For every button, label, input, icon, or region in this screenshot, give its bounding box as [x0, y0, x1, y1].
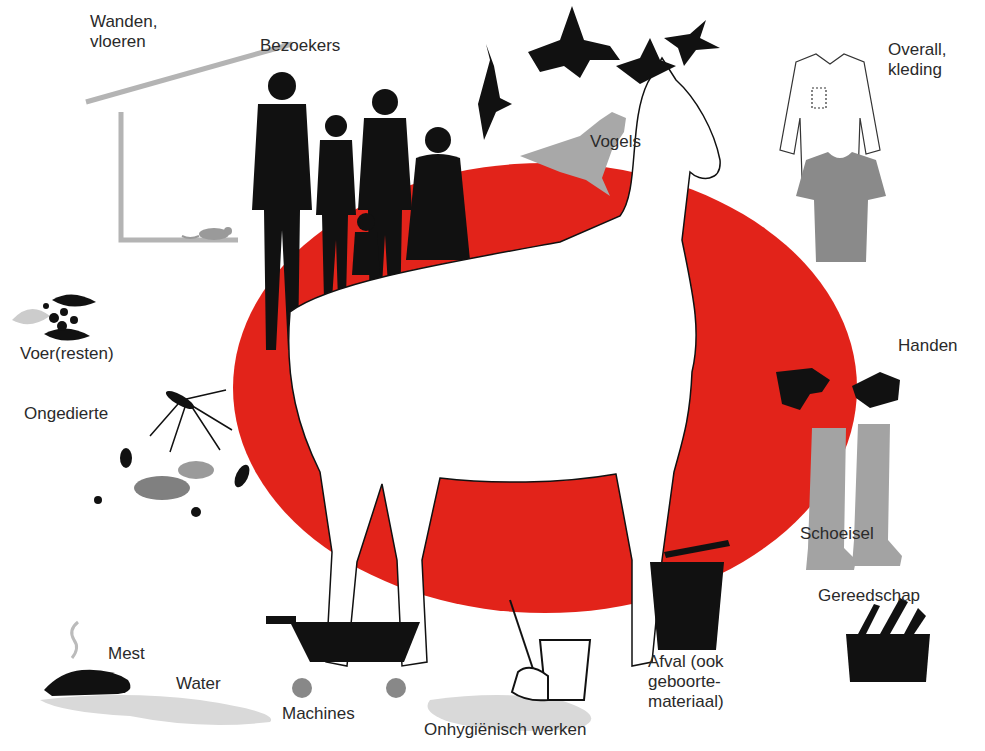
tshirt-icon: [796, 152, 886, 262]
hazard-label: Wanden, vloeren: [90, 12, 170, 52]
boots-icon: [806, 424, 902, 570]
toolbox-icon-part: [904, 608, 926, 634]
birds-silhouette-part: [664, 20, 720, 66]
toolbox-icon-part: [846, 634, 930, 682]
hazard-label: Gereedschap: [818, 586, 948, 606]
visitors-silhouette-part: [352, 232, 380, 275]
hands-icon-part: [776, 368, 830, 410]
wheelbarrow-icon-part: [386, 678, 406, 698]
vermin-icons-part: [150, 390, 232, 452]
pigeon-silhouette-part: [520, 112, 626, 196]
bucket-broom-icon-part: [510, 600, 534, 672]
hazard-label: Bezoekers: [260, 36, 370, 56]
rat-icon-part: [182, 236, 199, 238]
vermin-icons-part: [164, 388, 197, 413]
food-leaves-icon-part: [60, 308, 68, 316]
food-leaves-icon: [12, 294, 96, 340]
vermin-icons-part: [191, 507, 201, 517]
hazard-label: Mest: [108, 644, 168, 664]
birds-silhouette-part: [528, 6, 620, 78]
hazard-label: Onhygiënisch werken: [424, 720, 624, 740]
wheelbarrow-icon-part: [290, 622, 420, 662]
birds-silhouette-part: [616, 38, 676, 84]
coat-icon-part: [812, 88, 826, 108]
vermin-icons-part: [178, 461, 214, 479]
visitors-silhouette-part: [357, 213, 375, 231]
visitors-silhouette-part: [406, 154, 470, 260]
waste-bin-icon-part: [664, 540, 730, 558]
food-leaves-icon-part: [57, 321, 67, 331]
wheelbarrow-icon: [266, 616, 420, 698]
food-leaves-icon-part: [49, 313, 59, 323]
rat-icon-part: [224, 227, 232, 235]
house-outline-part: [121, 112, 238, 240]
visitors-silhouette-part: [372, 89, 398, 115]
hazard-label: Water: [176, 674, 246, 694]
visitors-silhouette-part: [425, 127, 451, 153]
rat-icon: [182, 227, 232, 240]
hands-icon-part: [852, 372, 900, 408]
visitors-silhouette-part: [268, 72, 296, 100]
birds-silhouette-part: [478, 44, 512, 140]
bucket-broom-icon-part: [512, 668, 548, 701]
visitors-silhouette-part: [316, 140, 356, 300]
hazard-label: Overall, kleding: [888, 40, 978, 80]
hazard-label: Ongedierte: [24, 404, 144, 424]
vermin-icons-part: [231, 463, 252, 490]
hazard-label: Vogels: [590, 132, 670, 152]
pigeon-silhouette: [520, 112, 626, 196]
vermin-icons: [94, 388, 253, 517]
boots-icon-part: [806, 428, 856, 570]
vermin-icons-part: [120, 448, 132, 468]
toolbox-icon-part: [858, 604, 880, 634]
hazard-label: Machines: [282, 704, 382, 724]
hazard-label: Voer(resten): [20, 344, 140, 364]
waste-bin-icon: [650, 540, 730, 650]
vermin-icons-part: [94, 496, 102, 504]
food-leaves-icon-part: [44, 328, 90, 340]
birds-silhouette: [478, 6, 720, 140]
hands-icon: [776, 368, 900, 410]
boots-icon-part: [852, 424, 902, 566]
wheelbarrow-icon-part: [266, 616, 296, 624]
food-leaves-icon-part: [52, 294, 96, 306]
tshirt-icon-part: [796, 152, 886, 262]
water-puddles-part: [40, 695, 271, 725]
food-leaves-icon-part: [43, 303, 49, 309]
manure-icon-part: [72, 622, 78, 658]
food-leaves-icon-part: [12, 309, 50, 324]
vermin-icons-part: [134, 476, 190, 500]
visitors-silhouette-part: [325, 115, 347, 137]
wheelbarrow-icon-part: [292, 678, 312, 698]
toolbox-icon: [846, 598, 930, 682]
hazard-label: Afval (ook geboorte-materiaal): [648, 652, 778, 712]
bucket-broom-icon: [510, 600, 590, 700]
waste-bin-icon-part: [650, 562, 724, 650]
hazard-label: Handen: [898, 336, 978, 356]
food-leaves-icon-part: [70, 316, 78, 324]
manure-icon-part: [44, 670, 130, 696]
hazard-label: Schoeisel: [800, 524, 900, 544]
